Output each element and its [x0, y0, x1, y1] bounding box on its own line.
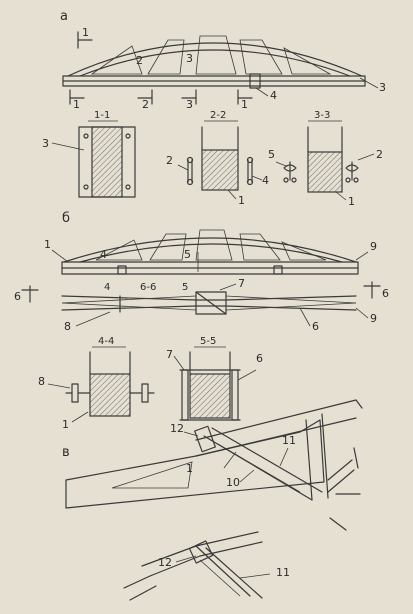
- callout-1-sec44: 1: [62, 418, 69, 431]
- callout-3a-end: 3: [379, 81, 386, 94]
- joint-detail-bottom: [123, 531, 263, 601]
- panel-label-v: в: [62, 445, 70, 460]
- callout-4-sec22: 4: [262, 174, 269, 187]
- callout-5-b: 5: [184, 248, 191, 261]
- svg-text:3: 3: [186, 98, 193, 111]
- callout-6-b: 6: [312, 320, 319, 333]
- callout-2a: 2: [136, 54, 143, 67]
- panel-label-b: б: [62, 211, 70, 226]
- callout-5-sec33: 5: [268, 148, 275, 161]
- callout-2-sec33: 2: [376, 148, 383, 161]
- svg-text:6: 6: [14, 290, 21, 303]
- node-detail-v: [65, 399, 363, 531]
- callout-10-v: 10: [226, 476, 240, 489]
- svg-text:1: 1: [73, 98, 80, 111]
- callout-4a: 4: [270, 89, 277, 102]
- svg-text:1: 1: [82, 26, 89, 39]
- callout-11-bottom: 11: [276, 566, 290, 579]
- callout-7-b: 7: [238, 277, 245, 290]
- callout-3a: 3: [186, 52, 193, 65]
- callout-1-v: 1: [186, 462, 193, 475]
- cut-marks-a-bottom: 1 2 3 1: [69, 89, 253, 111]
- cut-label-5: 5: [182, 282, 188, 293]
- truss-a: [62, 35, 366, 89]
- section-3-3: [283, 126, 359, 193]
- callout-11-v: 11: [282, 434, 296, 447]
- callout-9-plan: 9: [370, 312, 377, 325]
- cut-label-4: 4: [104, 282, 110, 293]
- callout-8-b: 8: [64, 320, 71, 333]
- panel-label-a: а: [60, 9, 68, 24]
- section-label-1-1: 1-1: [94, 110, 110, 121]
- svg-text:1: 1: [241, 98, 248, 111]
- section-label-5-5: 5-5: [200, 336, 216, 347]
- section-label-4-4: 4-4: [98, 336, 114, 347]
- callout-6-sec55: 6: [256, 352, 263, 365]
- callout-9-b: 9: [370, 240, 377, 253]
- callout-12-bottom: 12: [158, 556, 172, 569]
- callout-1-sec33: 1: [348, 195, 355, 208]
- truss-b-elevation: [61, 229, 359, 275]
- cut-mark-1-top: 1: [77, 26, 93, 49]
- section-2-2: [186, 126, 254, 191]
- section-label-6-6: 6-6: [140, 282, 156, 293]
- section-1-1: [78, 126, 136, 198]
- truss-b-plan: [61, 291, 357, 315]
- svg-text:6: 6: [382, 287, 389, 300]
- callout-8-sec44: 8: [38, 375, 45, 388]
- section-4-4: [65, 351, 155, 417]
- section-5-5: [179, 351, 241, 421]
- callout-12-v: 12: [170, 422, 184, 435]
- callout-4-b: 4: [100, 248, 107, 261]
- callout-3-sec11: 3: [42, 137, 49, 150]
- callout-2-sec22: 2: [166, 154, 173, 167]
- callout-1-b: 1: [44, 238, 51, 251]
- section-label-2-2: 2-2: [210, 110, 226, 121]
- cut-mark-6: 6 6: [14, 281, 389, 303]
- section-label-3-3: 3-3: [314, 110, 330, 121]
- callout-1-sec22: 1: [238, 194, 245, 207]
- svg-text:2: 2: [142, 98, 149, 111]
- callout-7-sec55: 7: [166, 348, 173, 361]
